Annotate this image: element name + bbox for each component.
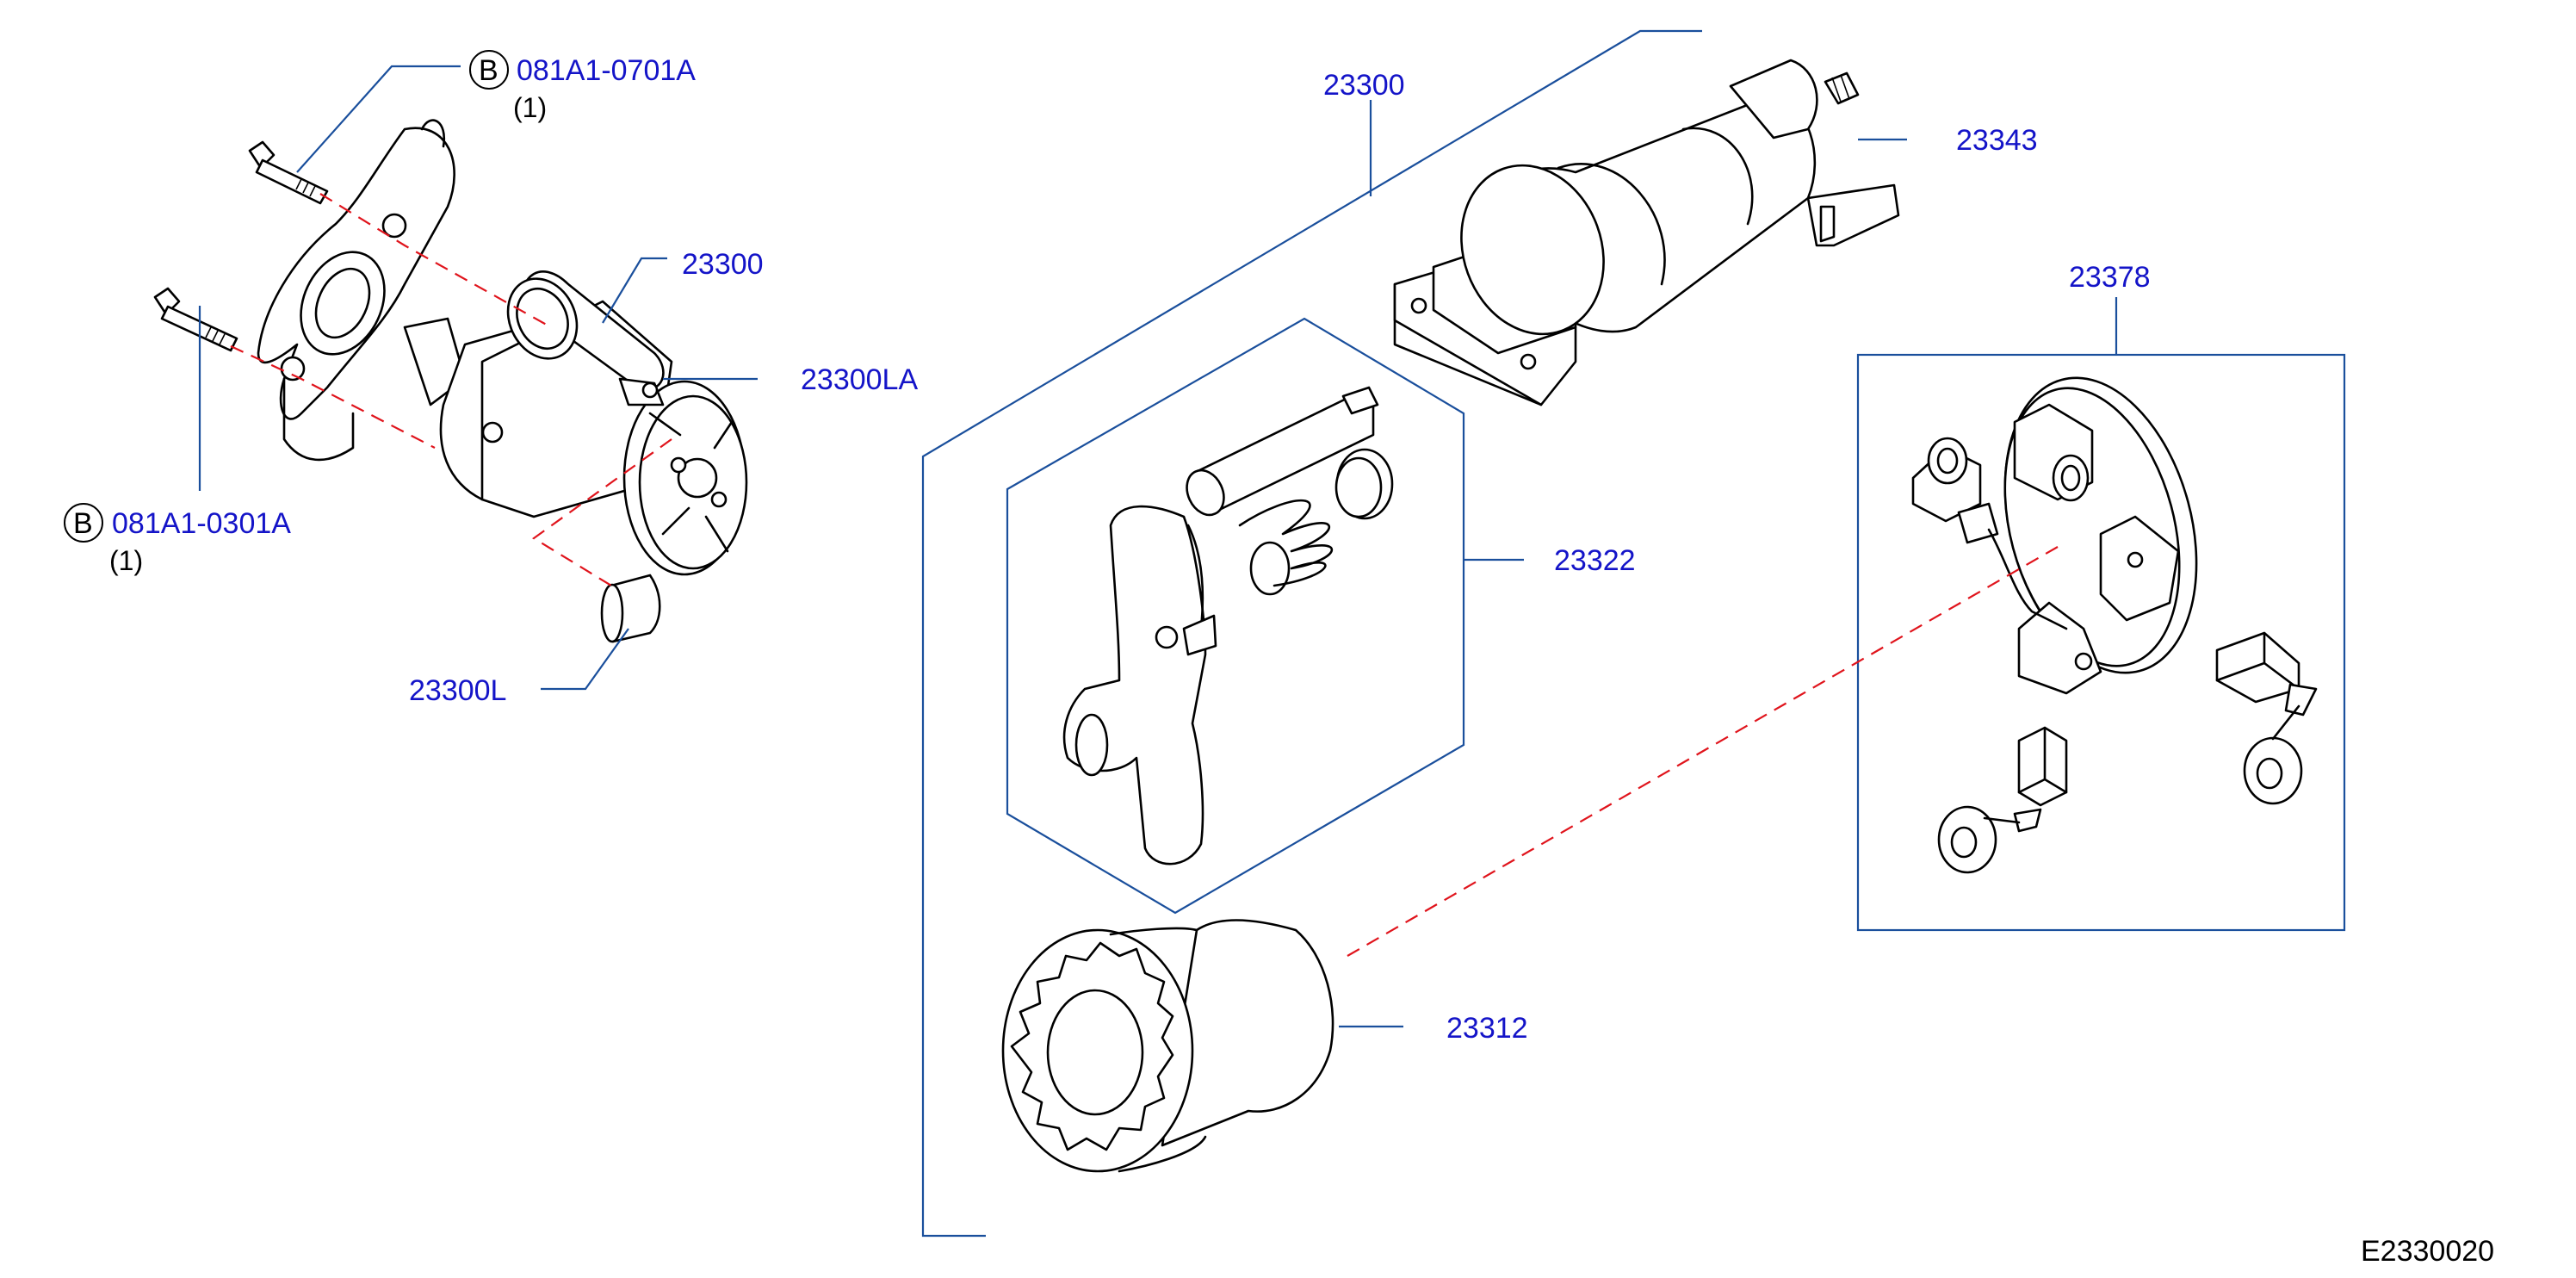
callout-starter-la[interactable]: 23300LA bbox=[801, 363, 918, 396]
return-spring bbox=[1238, 499, 1334, 596]
bolt-upper bbox=[248, 140, 329, 205]
callout-starter-assy[interactable]: 23300 bbox=[682, 248, 764, 281]
plunger-rod bbox=[1186, 386, 1379, 517]
shift-lever bbox=[1062, 505, 1217, 865]
phantom-line bbox=[532, 438, 672, 586]
leader-line bbox=[296, 65, 461, 173]
brush-holder-plate bbox=[2003, 376, 2198, 695]
lever-set-group-box bbox=[1006, 317, 1465, 915]
callout-bolt-lower[interactable]: B 081A1-0301A (1) bbox=[64, 503, 291, 576]
callout-solenoid[interactable]: 23343 bbox=[1956, 124, 2038, 157]
bolt-prefix-circle bbox=[64, 503, 103, 543]
bolt-upper-quantity: (1) bbox=[513, 92, 547, 123]
bolt-lower-prefix: B bbox=[73, 507, 93, 540]
diagram-reference-number: E2330020 bbox=[2361, 1235, 2494, 1268]
bolt-lower-part-number[interactable]: 081A1-0301A bbox=[112, 507, 291, 540]
callout-pinion[interactable]: 23312 bbox=[1446, 1012, 1528, 1045]
brush-terminal-left bbox=[1911, 437, 2068, 630]
bolt-upper-prefix: B bbox=[479, 54, 498, 87]
leader-line bbox=[602, 257, 667, 324]
pinion-clutch bbox=[1001, 919, 1334, 1173]
phantom-line bbox=[1347, 546, 2059, 957]
callout-bolt-upper[interactable]: B 081A1-0701A (1) bbox=[469, 50, 696, 123]
phantom-line bbox=[230, 345, 436, 449]
bolt-prefix-circle bbox=[469, 50, 509, 90]
solenoid-switch bbox=[1393, 59, 1900, 406]
bolt-lower bbox=[153, 287, 238, 352]
bolt-lower-quantity: (1) bbox=[109, 545, 143, 576]
spring-cap bbox=[1334, 448, 1394, 520]
brush-right bbox=[2215, 631, 2318, 805]
callout-brush-holder[interactable]: 23378 bbox=[2069, 261, 2151, 294]
phantom-line bbox=[319, 193, 552, 328]
cap-23300l bbox=[600, 574, 661, 643]
mounting-bracket bbox=[257, 119, 455, 462]
detail-group-bracket bbox=[921, 29, 1702, 1238]
starter-motor bbox=[403, 270, 748, 576]
leader-line bbox=[541, 628, 629, 691]
callout-starter-detail[interactable]: 23300 bbox=[1323, 69, 1405, 102]
callout-lever-set[interactable]: 23322 bbox=[1554, 544, 1636, 577]
callout-starter-l[interactable]: 23300L bbox=[409, 674, 506, 707]
bolt-upper-part-number[interactable]: 081A1-0701A bbox=[517, 54, 696, 87]
brush-holder-group-box bbox=[1856, 353, 2346, 932]
brush-lower bbox=[1937, 726, 2068, 874]
